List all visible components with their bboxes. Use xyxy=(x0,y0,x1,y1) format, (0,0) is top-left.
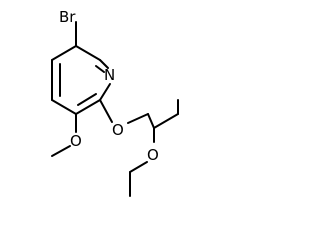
chemical-structure: Br N O O O xyxy=(51,8,179,197)
bond-o-methyl xyxy=(51,145,71,157)
bond-o-ch2 xyxy=(127,113,149,124)
bond-c6-n1-inner xyxy=(95,65,105,73)
bond-ch2-ch xyxy=(147,113,155,129)
bond-c5-c6-top xyxy=(51,45,77,61)
bond-c2-c3-inner xyxy=(77,93,97,106)
ethoxy-oxygen-label: O xyxy=(147,146,159,164)
ring-nitrogen-label: N xyxy=(104,66,115,84)
bond-c5-c6 xyxy=(75,45,101,61)
bond-c3-c4 xyxy=(51,99,77,115)
bond-c2-c3 xyxy=(75,99,101,115)
bond-o-ch2-ethoxy xyxy=(129,161,148,173)
bond-n1-c2 xyxy=(99,83,111,101)
bond-c6-n1 xyxy=(99,59,109,69)
methoxy-oxygen-label: O xyxy=(70,132,82,150)
bond-c2-o-ether xyxy=(99,99,113,123)
ether-oxygen-label: O xyxy=(112,121,124,139)
bond-ch-ch2-ethyl xyxy=(153,113,179,129)
bromine-label: Br xyxy=(59,8,76,26)
pyridine-ring xyxy=(51,45,111,115)
